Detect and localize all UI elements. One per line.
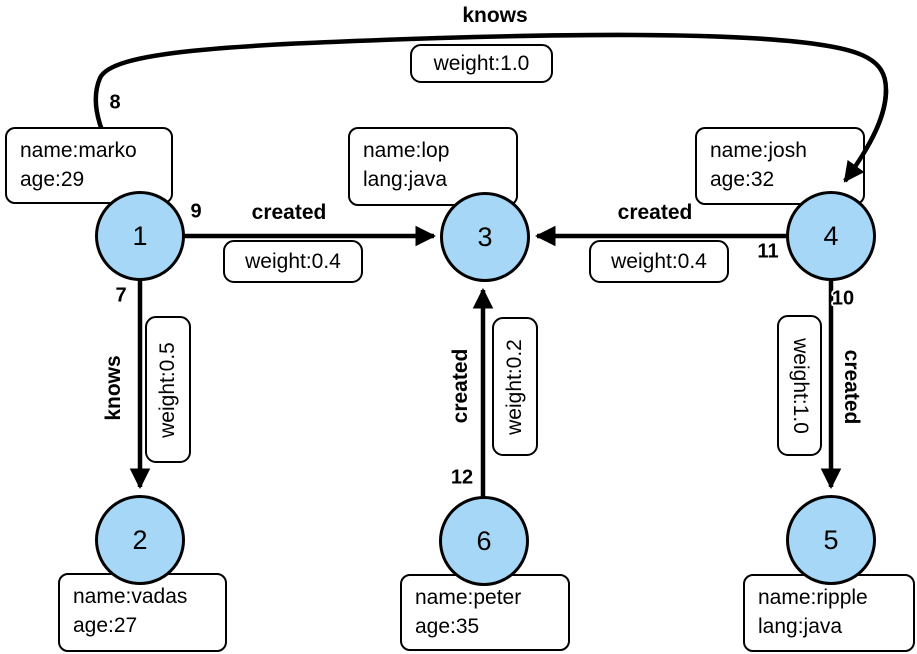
node-2: 2 — [95, 495, 185, 585]
node-6-id: 6 — [476, 525, 492, 556]
property-line: age:35 — [415, 615, 480, 638]
edge-7-weight: weight:0.5 — [156, 341, 180, 438]
edge-12-id: 12 — [450, 466, 474, 489]
property-line: age:27 — [73, 614, 138, 637]
node-5-properties: name:ripple lang:java — [743, 574, 915, 652]
edge-7-weight-box: weight:0.5 — [145, 316, 191, 463]
edge-9-weight: weight:0.4 — [245, 249, 341, 273]
edge-10-weight: weight:1.0 — [788, 337, 812, 434]
edge-8-arrowhead-segment — [843, 89, 889, 183]
property-line: name:vadas — [73, 585, 188, 608]
node-1-id: 1 — [132, 220, 148, 251]
edge-11-label: created — [617, 201, 693, 224]
node-6-properties: name:peter age:35 — [400, 574, 570, 651]
property-line: name:josh — [710, 139, 807, 162]
property-line: name:ripple — [758, 586, 868, 609]
edge-9-label: created — [251, 201, 327, 224]
property-line: lang:java — [758, 615, 843, 638]
edge-11-id: 11 — [757, 240, 779, 263]
node-2-id: 2 — [132, 524, 148, 555]
edge-8-id: 8 — [109, 91, 121, 114]
edge-9-id: 9 — [190, 200, 202, 223]
property-line: name:peter — [415, 586, 522, 609]
edge-11-weight-box: weight:0.4 — [589, 240, 729, 283]
edge-9-weight-box: weight:0.4 — [223, 240, 363, 283]
property-line: age:29 — [20, 168, 85, 191]
edge-12-weight-box: weight:0.2 — [492, 317, 538, 456]
edge-11-weight: weight:0.4 — [611, 249, 707, 273]
edge-10-label: created — [840, 349, 863, 425]
edge-7-label: knows — [102, 355, 125, 421]
node-1: 1 — [95, 191, 185, 281]
node-5-id: 5 — [823, 524, 839, 555]
node-2-properties: name:vadas age:27 — [58, 573, 227, 652]
edge-8-knows-curve — [93, 32, 889, 183]
property-line: name:marko — [20, 139, 137, 162]
edge-8-weight: weight:1.0 — [433, 51, 530, 75]
node-4: 4 — [786, 191, 876, 281]
edge-8-weight-box: weight:1.0 — [410, 44, 553, 83]
node-5: 5 — [786, 495, 876, 585]
edge-12-label: created — [449, 348, 472, 424]
edge-10-id: 10 — [831, 287, 855, 310]
node-3: 3 — [440, 192, 530, 282]
property-line: lang:java — [363, 168, 448, 191]
property-line: name:lop — [363, 139, 450, 162]
edge-8-label: knows — [462, 4, 528, 27]
node-6: 6 — [439, 496, 529, 586]
edge-12-weight: weight:0.2 — [503, 338, 527, 435]
node-3-id: 3 — [477, 221, 493, 252]
node-4-id: 4 — [823, 220, 839, 251]
edge-7-id: 7 — [115, 284, 127, 307]
property-line: age:32 — [710, 168, 775, 191]
edge-10-weight-box: weight:1.0 — [777, 315, 822, 456]
